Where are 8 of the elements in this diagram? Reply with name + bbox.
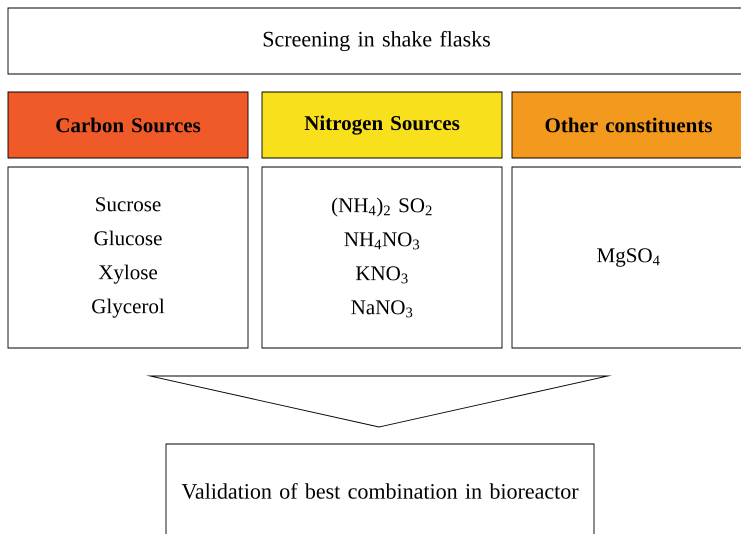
title-box: Screening in shake flasks [8,8,741,74]
result-box: Validation of best combination in bioreactor [166,444,594,534]
list-box: MgSO$_{4}$ [512,166,741,348]
header-box: Nitrogen Sources [262,92,502,158]
header-box: Other constituents [512,92,741,158]
list-box: (NH$_{4}$)$_{2}$ SO$_{2}$ NH$_{4}$NO$_{3}$ KNO$_{3}$ NaNO$_{3}$ [262,166,502,348]
header-box: Carbon Sources [8,92,248,158]
list-box: Sucrose Glucose Xylose Glycerol [8,166,248,348]
